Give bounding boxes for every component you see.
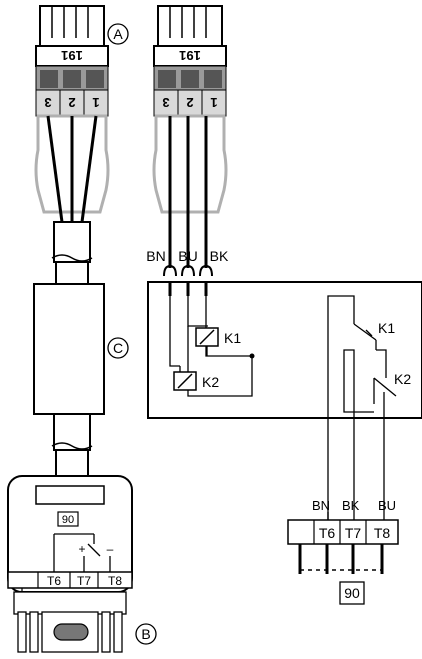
contact-label-k2: K2 (394, 371, 411, 387)
device-terminal-t6: T6 (47, 574, 61, 588)
plug-right-pin-1: 1 (210, 95, 217, 110)
plug-left-pin-1: 1 (92, 95, 99, 110)
callout-a: A (107, 23, 129, 45)
device-label: 90 (62, 514, 74, 526)
callout-b: B (135, 623, 157, 645)
relay-label-k1: K1 (224, 330, 241, 346)
plug-90-box (339, 581, 365, 605)
plug-right-label: 191 (179, 48, 201, 63)
plug-left-label: 191 (61, 48, 83, 63)
device-minus-symbol: – (107, 542, 114, 556)
plug-right: 191 3 2 1 (152, 5, 228, 268)
svg-text:C: C (113, 340, 123, 356)
cable-left (33, 221, 105, 476)
svg-text:B: B (141, 626, 150, 642)
plug-left-pin-3: 3 (44, 95, 51, 110)
terminal-block: BN BK BU T6 T7 T8 90 (287, 498, 399, 605)
device-label-box (57, 511, 79, 527)
device-terminal-t8: T8 (108, 574, 122, 588)
device-plus-symbol: + (78, 542, 85, 556)
wire-label-bn: BN (146, 248, 165, 264)
device-plug-b: 90 + – T6 T7 T8 (7, 475, 133, 653)
terminal-t6: T6 (319, 525, 336, 541)
plug-right-pin-3: 3 (162, 95, 169, 110)
terminal-t8: T8 (374, 525, 391, 541)
wire-label-bu: BU (178, 248, 197, 264)
callout-c: C (107, 337, 129, 359)
device-terminal-t7: T7 (77, 574, 91, 588)
control-module-c (33, 283, 105, 415)
plug-left: 191 3 2 1 (34, 5, 110, 223)
terminal-t7: T7 (345, 525, 362, 541)
plug-90-label: 90 (344, 585, 360, 601)
wire-label-bk: BK (210, 248, 229, 264)
contact-label-k1: K1 (378, 320, 395, 336)
relay-label-k2: K2 (202, 374, 219, 390)
wire-hooks (163, 264, 213, 277)
plug-left-pin-2: 2 (68, 95, 75, 110)
svg-text:A: A (113, 26, 123, 42)
terminal-wire-bk: BK (342, 498, 360, 513)
terminal-wire-bn: BN (312, 498, 330, 513)
relay-module: K1 K2 K1 K2 (147, 281, 422, 520)
plug-right-pin-2: 2 (186, 95, 193, 110)
terminal-wire-bu: BU (378, 498, 396, 513)
